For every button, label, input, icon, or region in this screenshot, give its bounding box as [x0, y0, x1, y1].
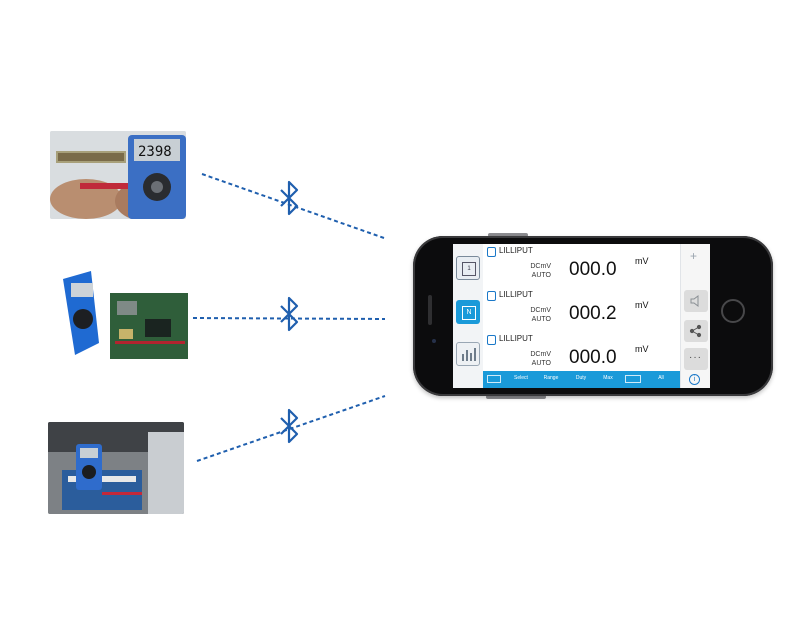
earpiece: [428, 295, 432, 325]
home-button[interactable]: [721, 299, 745, 323]
range-label: AUTO: [531, 360, 551, 367]
channel-row[interactable]: LILLIPUT DCmV AUTO 000.0 mV: [483, 332, 680, 371]
multimeter-photo-3: [48, 422, 184, 514]
bluetooth-icon: [280, 408, 299, 444]
channel-row[interactable]: LILLIPUT DCmV AUTO 000.0 mV: [483, 244, 680, 289]
volume-button: [488, 233, 528, 237]
channel-function: DCmV AUTO: [523, 262, 551, 280]
multimeter-photo-2-art: [55, 271, 188, 363]
range-label: AUTO: [531, 272, 551, 279]
range-button[interactable]: Range: [543, 375, 559, 381]
app-screen: 1 N LILLIPUT DCmV AUTO 000.0 mV LILLIPUT …: [453, 244, 710, 388]
duty-button[interactable]: Duty: [575, 375, 587, 381]
range-label: AUTO: [531, 316, 551, 323]
function-label: DCmV: [530, 351, 551, 358]
channel-device-name: LILLIPUT: [499, 246, 533, 255]
chart-icon: [462, 348, 476, 361]
speaker-button[interactable]: [684, 290, 708, 312]
channel-device-name: LILLIPUT: [499, 334, 533, 343]
channel-unit: mV: [635, 256, 649, 266]
share-icon: [689, 324, 702, 338]
channel-reading: 000.0: [569, 259, 617, 280]
multi-view-button[interactable]: N: [456, 300, 480, 324]
function-label: DCmV: [530, 263, 551, 270]
hold-icon[interactable]: [625, 375, 641, 383]
link-line-1: [201, 173, 385, 239]
more-icon: ···: [689, 352, 702, 363]
bluetooth-badge-icon: [487, 291, 496, 301]
bluetooth-badge-icon: [487, 247, 496, 257]
channel-row[interactable]: LILLIPUT DCmV AUTO 000.2 mV: [483, 288, 680, 333]
multi-view-icon: N: [462, 306, 476, 320]
all-button[interactable]: All: [658, 375, 664, 381]
channel-device-name: LILLIPUT: [499, 290, 533, 299]
front-camera: [432, 339, 436, 343]
single-view-icon: 1: [462, 262, 476, 276]
channel-function: DCmV AUTO: [523, 306, 551, 324]
more-button[interactable]: ···: [684, 348, 708, 370]
left-sidebar: 1 N: [453, 244, 484, 388]
power-button: [486, 395, 546, 399]
chart-view-button[interactable]: [456, 342, 480, 366]
link-line-3: [196, 395, 386, 462]
bluetooth-icon: [280, 296, 299, 332]
channel-reading: 000.2: [569, 303, 617, 324]
info-icon[interactable]: i: [689, 374, 700, 385]
right-sidebar: + ··· i: [680, 244, 710, 388]
bottom-toolbar: Select Range Duty Max All: [483, 371, 680, 388]
speaker-icon: [690, 295, 699, 307]
channel-unit: mV: [635, 300, 649, 310]
share-button[interactable]: [684, 320, 708, 342]
max-button[interactable]: Max: [603, 375, 613, 381]
multimeter-photo-1: 2398: [50, 131, 186, 219]
backlight-icon[interactable]: [487, 375, 501, 383]
plus-icon[interactable]: +: [690, 249, 698, 263]
select-button[interactable]: Select: [514, 375, 528, 381]
function-label: DCmV: [530, 307, 551, 314]
multimeter-photo-3-art: [48, 422, 184, 514]
bluetooth-badge-icon: [487, 335, 496, 345]
meter-display-1: 2398: [138, 144, 172, 160]
channel-unit: mV: [635, 344, 649, 354]
multimeter-photo-1-art: 2398: [50, 131, 186, 219]
single-view-button[interactable]: 1: [456, 256, 480, 280]
channel-function: DCmV AUTO: [523, 350, 551, 368]
channel-reading: 000.0: [569, 347, 617, 368]
bluetooth-icon: [280, 180, 299, 216]
multimeter-photo-2: [55, 271, 188, 363]
link-line-2: [192, 317, 386, 320]
